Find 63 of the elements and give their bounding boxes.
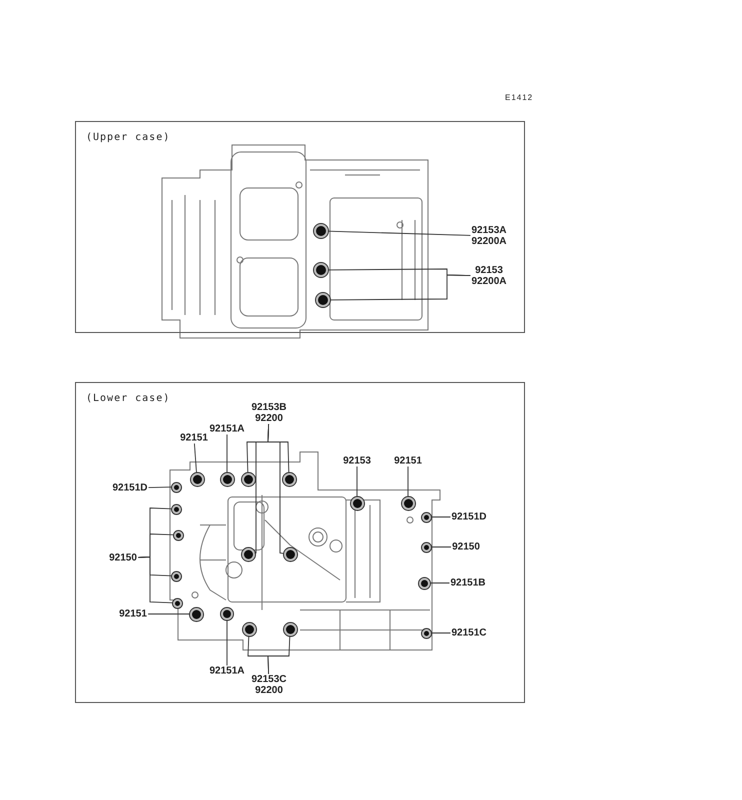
leader-line [330,274,471,300]
part-number: 92153A [471,225,507,236]
panel-heading: (Upper case) [86,131,170,145]
leader-line [137,556,173,604]
bolt-hole [282,472,296,486]
part-number: 92200A [471,276,507,287]
part-number: 92151 [394,456,422,466]
diagram-panel [75,382,525,703]
bolt-hole [172,598,182,608]
leader-line [148,486,172,488]
bolt-hole [242,622,256,636]
bolt-hole [422,628,430,638]
leader-line [268,424,284,554]
part-number: 92150 [109,552,137,564]
part-number: 92151 [119,608,147,620]
bolt-hole [422,512,430,522]
leader-line [328,230,471,236]
leader-line [226,620,228,666]
bolt-hole [174,530,182,540]
bolt-hole [314,263,328,277]
part-number: 92151A [209,424,245,434]
bolt-hole [316,293,330,307]
bolt-hole [284,622,296,636]
leader-line [268,635,290,674]
bolt-hole [418,578,430,588]
part-number: 92153B [251,402,287,413]
leader-line [356,466,358,497]
part-number: 92151D [451,512,487,522]
part-number: 92151A [209,666,245,676]
bolt-hole [172,482,180,492]
part-number: 92153 [475,265,503,276]
leader-line [226,434,228,473]
bolt-hole [221,608,233,620]
leader-line [194,443,197,473]
figure-code: E1412 [505,92,534,104]
leader-line [430,632,451,634]
part-number: 92151B [450,578,486,588]
leader-line [430,546,452,548]
part-number: 92151C [451,628,487,638]
bolt-hole [172,504,180,514]
part-number: 92200 [255,685,283,696]
part-number: 92151 [180,432,208,444]
bolt-hole [172,572,180,580]
part-number: 92151D [112,482,148,494]
bolt-hole [284,548,296,560]
part-number: 92200A [471,236,507,247]
bolt-hole [422,542,430,552]
part-number: 92150 [452,542,480,552]
bolt-hole [314,224,328,238]
bolt-hole [190,608,202,620]
bolt-hole [242,472,254,486]
leader-line [430,516,451,518]
bolt-hole [220,472,234,486]
leader-line [429,582,450,584]
panel-heading: (Lower case) [86,392,170,406]
part-number: 92153 [343,456,371,466]
diagram-panel [75,121,525,333]
part-number: 92153C [251,674,287,685]
bolt-hole [242,548,254,560]
bolt-hole [350,496,364,510]
bolt-hole [190,472,204,486]
part-number: 92200 [255,413,283,424]
bolt-hole [402,496,414,510]
